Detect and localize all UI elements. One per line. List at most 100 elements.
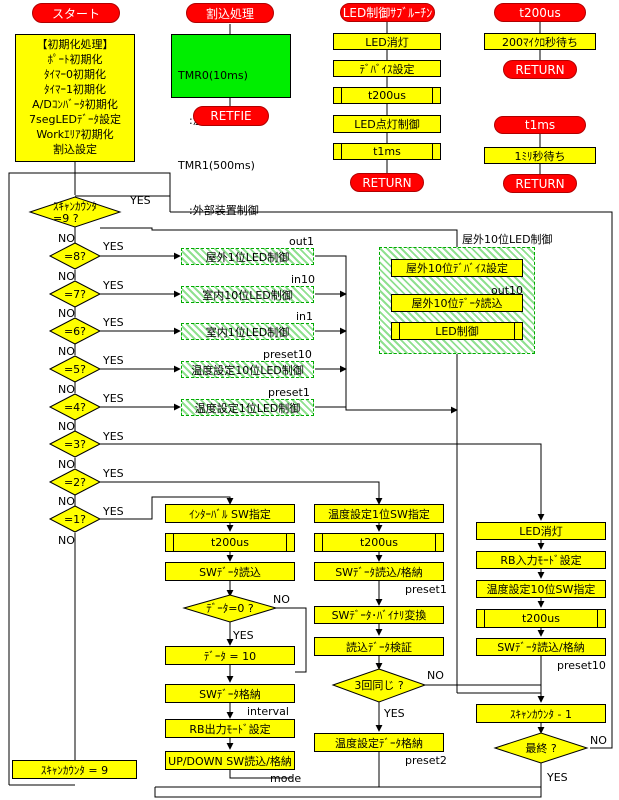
no-label: NO (58, 420, 75, 433)
no-label: NO (58, 307, 75, 320)
preset1-step-2: t200us (314, 533, 444, 552)
tag-preset10-col: preset10 (557, 659, 606, 672)
no-label: NO (58, 232, 75, 245)
decision-scan-1-text: =1? (63, 513, 87, 526)
t200us-terminal: t200us (494, 3, 586, 22)
decision-scan-5 (48, 355, 102, 383)
no-label: NO (58, 458, 75, 471)
init-line: 割込設定 (53, 143, 97, 156)
tag-preset1: preset1 (268, 386, 310, 399)
interval-step-7: RB出力ﾓｰﾄﾞ設定 (165, 719, 295, 738)
interval-step-2: t200us (165, 533, 295, 552)
no-label: NO (590, 734, 607, 747)
init-line: ﾀｲﾏｰ1初期化 (44, 83, 106, 96)
yes-label: YES (103, 430, 124, 443)
tag-in10: in10 (291, 273, 316, 286)
led-block-preset1: 温度設定1位LED制御 (181, 399, 314, 416)
decision-scan-6 (48, 317, 102, 345)
interrupt-line: TMR0(10ms) (178, 69, 248, 82)
preset1-step-4: SWﾃﾞｰﾀ･ﾊﾞｲﾅﾘ変換 (314, 606, 444, 624)
led-sub-step-2: ﾃﾞﾊﾞｲｽ設定 (333, 60, 441, 77)
out10-group-title: 屋外10位LED制御 (462, 233, 553, 246)
tag-interval: interval (247, 705, 289, 718)
preset1-step-7: 温度設定ﾃﾞｰﾀ格納 (314, 733, 444, 752)
no-label: NO (58, 383, 75, 396)
start-terminal: スタート (32, 3, 120, 23)
led-block-in1: 室内1位LED制御 (181, 323, 314, 340)
decision-scan-8 (48, 242, 102, 270)
tag-out1: out1 (289, 235, 315, 248)
led-sub-step-5: t1ms (333, 143, 441, 160)
interval-step-6: SWﾃﾞｰﾀ格納 (165, 684, 295, 703)
init-line: ﾎﾟｰﾄ初期化 (47, 53, 103, 66)
preset10-step-5: SWﾃﾞｰﾀ読込/格納 (476, 638, 606, 656)
no-label: NO (273, 593, 290, 606)
decision-scan-7 (48, 280, 102, 308)
decision-data-zero-text: ﾃﾞｰﾀ=0 ? (206, 602, 254, 615)
tag-preset1-col: preset1 (405, 583, 447, 596)
out10-step-3: LED制御 (391, 322, 523, 340)
preset10-step-6: ｽｷｬﾝｶｳﾝﾀ - 1 (476, 704, 606, 723)
decision-data-zero (182, 594, 278, 623)
yes-label: YES (103, 240, 124, 253)
led-block-out1: 屋外1位LED制御 (181, 248, 314, 265)
yes-label: YES (103, 467, 124, 480)
no-label: NO (58, 345, 75, 358)
led-sub-return: RETURN (350, 173, 424, 192)
yes-label: YES (103, 392, 124, 405)
decision-scan-8-text: =8? (63, 250, 87, 263)
t200us-step: 200ﾏｲｸﾛ秒待ち (484, 33, 596, 50)
preset10-step-4: t200us (476, 609, 606, 628)
t200us-return: RETURN (503, 60, 577, 79)
decision-scan-1 (48, 505, 102, 533)
tag-preset10: preset10 (263, 348, 312, 361)
retfie-terminal: RETFIE (193, 106, 269, 126)
decision-final (493, 732, 589, 764)
preset1-step-1: 温度設定1位SW指定 (314, 504, 444, 523)
decision-scan-9-text: ｽｷｬﾝｶｳﾝﾀ =9 ? (53, 200, 97, 225)
tag-preset2: preset2 (405, 754, 447, 767)
interrupt-line: TMR1(500ms) (178, 159, 255, 172)
yes-label: YES (130, 194, 151, 207)
decision-scan-4-text: =4? (63, 401, 87, 414)
interval-step-8: UP/DOWN SW読込/格納 (165, 751, 295, 770)
decision-scan-3 (48, 430, 102, 458)
init-line: Workｴﾘｱ初期化 (36, 128, 114, 141)
led-sub-terminal: LED制御ｻﾌﾞﾙｰﾁﾝ (340, 3, 435, 22)
no-label: NO (58, 270, 75, 283)
preset1-step-5: 読込ﾃﾞｰﾀ検証 (314, 637, 444, 656)
tag-mode: mode (270, 772, 302, 785)
preset10-step-3: 温度設定10位SW指定 (476, 580, 606, 598)
decision-scan-2-text: =2? (63, 476, 87, 489)
led-block-in10: 室内10位LED制御 (181, 286, 314, 303)
init-line: A/Dｺﾝﾊﾞｰﾀ初期化 (32, 98, 118, 111)
decision-three-same-text: 3回同じ ? (354, 679, 404, 692)
out10-step-2: 屋外10位ﾃﾞｰﾀ読込 (391, 294, 523, 312)
decision-scan-4 (48, 393, 102, 421)
yes-label: YES (103, 316, 124, 329)
no-label: NO (427, 669, 444, 682)
decision-scan-6-text: =6? (63, 325, 87, 338)
decision-scan-9 (28, 196, 122, 228)
decision-scan-2 (48, 468, 102, 496)
interval-step-3: SWﾃﾞｰﾀ読込 (165, 562, 295, 581)
tag-in1: in1 (296, 310, 314, 323)
decision-scan-7-text: =7? (63, 288, 87, 301)
tag-out10: out10 (491, 284, 524, 297)
preset1-step-3: SWﾃﾞｰﾀ読込/格納 (314, 562, 444, 581)
led-sub-step-1: LED消灯 (333, 33, 441, 50)
interrupt-terminal: 割込処理 (186, 3, 274, 23)
t1ms-terminal: t1ms (494, 116, 586, 134)
init-line: ﾀｲﾏｰ0初期化 (44, 68, 106, 81)
decision-scan-5-text: =5? (63, 363, 87, 376)
yes-label: YES (384, 707, 405, 720)
decision-scan-3-text: =3? (63, 438, 87, 451)
led-block-preset10: 温度設定10位LED制御 (181, 361, 314, 378)
yes-label: YES (547, 771, 568, 784)
yes-label: YES (233, 629, 254, 642)
t1ms-step: 1ﾐﾘ秒待ち (484, 147, 596, 164)
led-sub-step-4: LED点灯制御 (333, 115, 441, 133)
init-line: 【初期化処理】 (36, 38, 114, 51)
